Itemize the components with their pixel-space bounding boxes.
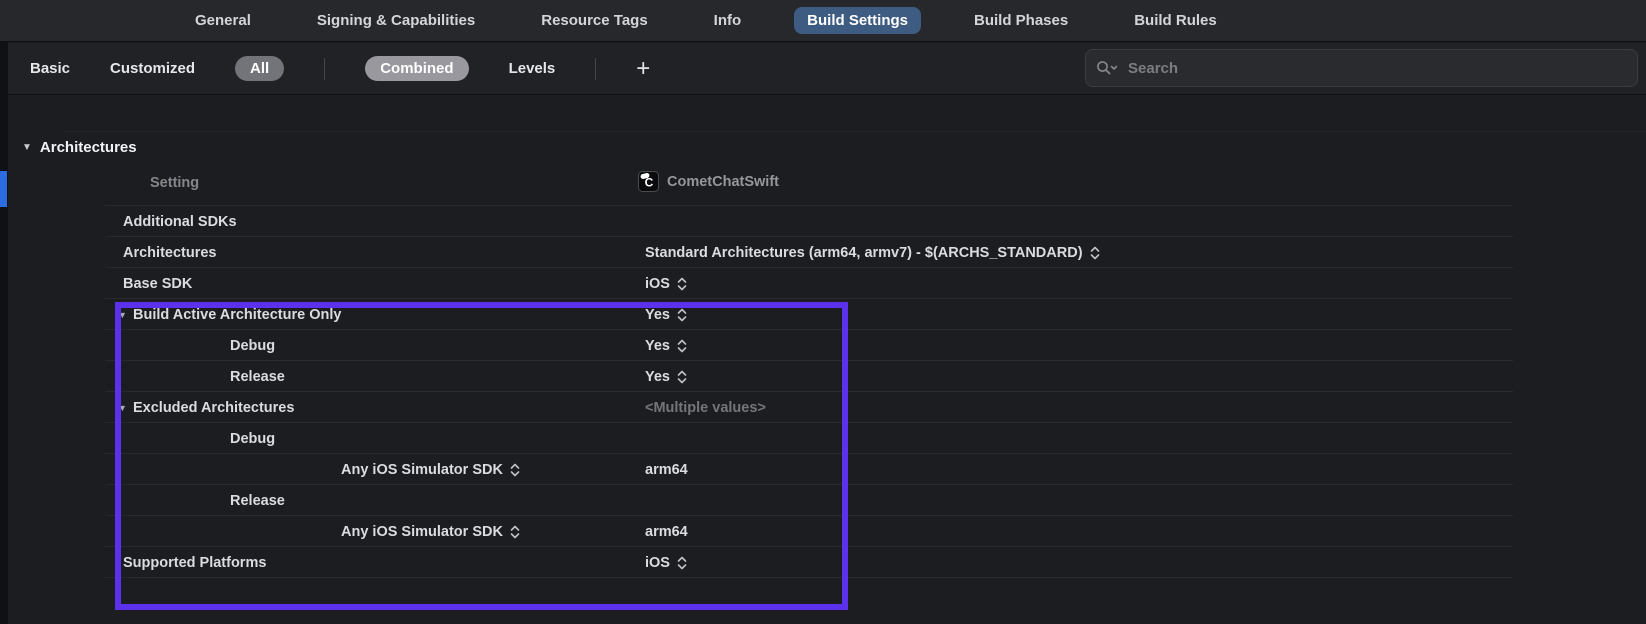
stepper-icon[interactable] bbox=[510, 525, 520, 539]
table-row[interactable]: Debug Yes bbox=[0, 330, 1646, 361]
setting-value[interactable]: arm64 bbox=[645, 523, 688, 540]
setting-value[interactable]: <Multiple values> bbox=[645, 399, 766, 416]
setting-label: Architectures bbox=[123, 244, 217, 261]
row-divider bbox=[105, 360, 1513, 361]
stepper-icon[interactable] bbox=[677, 277, 687, 291]
tab-general[interactable]: General bbox=[195, 12, 251, 29]
filter-combined[interactable]: Combined bbox=[365, 56, 469, 81]
table-row[interactable]: Release bbox=[0, 485, 1646, 516]
setting-label: Supported Platforms bbox=[123, 554, 267, 571]
filter-divider bbox=[324, 57, 326, 80]
table-row[interactable]: ▼ Excluded Architectures <Multiple values> bbox=[0, 392, 1646, 423]
filter-customized[interactable]: Customized bbox=[110, 60, 196, 77]
target-column-header[interactable]: C CometChatSwift bbox=[638, 171, 779, 192]
table-row[interactable]: Architectures Standard Architectures (arm… bbox=[0, 237, 1646, 268]
row-divider bbox=[105, 391, 1513, 392]
tab-info[interactable]: Info bbox=[713, 12, 742, 29]
selection-accent-bar bbox=[0, 171, 7, 207]
stepper-icon[interactable] bbox=[1090, 246, 1100, 260]
tab-resource-tags[interactable]: Resource Tags bbox=[541, 12, 648, 29]
tab-build-settings[interactable]: Build Settings bbox=[794, 7, 922, 34]
stepper-icon[interactable] bbox=[510, 463, 520, 477]
row-divider bbox=[105, 515, 1513, 516]
table-row[interactable]: Debug bbox=[0, 423, 1646, 454]
row-divider bbox=[105, 422, 1513, 423]
filter-divider bbox=[595, 57, 597, 80]
tab-build-phases[interactable]: Build Phases bbox=[974, 12, 1069, 29]
setting-label: Additional SDKs bbox=[123, 213, 237, 230]
stepper-icon[interactable] bbox=[677, 308, 687, 322]
setting-value[interactable]: Yes bbox=[645, 299, 687, 330]
target-editor-tab-bar: General Signing & Capabilities Resource … bbox=[0, 0, 1646, 42]
setting-value[interactable]: arm64 bbox=[645, 461, 688, 478]
tab-build-rules[interactable]: Build Rules bbox=[1134, 12, 1217, 29]
row-divider bbox=[105, 453, 1513, 454]
table-row[interactable]: Any iOS Simulator SDK arm64 bbox=[0, 454, 1646, 485]
sidebar-edge-strip bbox=[0, 42, 8, 624]
table-row[interactable]: Supported Platforms iOS bbox=[0, 547, 1646, 578]
row-divider bbox=[105, 484, 1513, 485]
cometchat-app-icon: C bbox=[638, 171, 659, 192]
setting-label: Any iOS Simulator SDK bbox=[341, 454, 520, 485]
svg-text:C: C bbox=[645, 176, 654, 190]
stepper-icon[interactable] bbox=[677, 370, 687, 384]
setting-column-header: Setting bbox=[150, 175, 200, 191]
stepper-icon[interactable] bbox=[677, 339, 687, 353]
stepper-icon[interactable] bbox=[677, 556, 687, 570]
target-name-label: CometChatSwift bbox=[667, 173, 779, 190]
setting-value[interactable]: Yes bbox=[645, 361, 687, 392]
table-row[interactable]: ▼ Build Active Architecture Only Yes bbox=[0, 299, 1646, 330]
setting-value[interactable]: iOS bbox=[645, 547, 687, 578]
architectures-section-header[interactable]: ▼ Architectures bbox=[22, 139, 137, 156]
table-row[interactable]: Release Yes bbox=[0, 361, 1646, 392]
row-divider bbox=[105, 577, 1513, 578]
filter-all[interactable]: All bbox=[235, 56, 285, 81]
setting-label: Debug bbox=[230, 337, 276, 354]
disclosure-triangle-icon[interactable]: ▼ bbox=[22, 142, 32, 153]
table-top-divider bbox=[65, 131, 1646, 132]
row-divider bbox=[105, 267, 1513, 268]
setting-label: Excluded Architectures bbox=[133, 399, 295, 416]
table-row[interactable]: Base SDK iOS bbox=[0, 268, 1646, 299]
table-row[interactable]: Additional SDKs bbox=[0, 206, 1646, 237]
tab-signing-capabilities[interactable]: Signing & Capabilities bbox=[316, 12, 476, 29]
setting-label: Release bbox=[230, 368, 285, 385]
setting-label: Release bbox=[230, 492, 285, 509]
filter-basic[interactable]: Basic bbox=[30, 60, 71, 77]
search-input[interactable] bbox=[1126, 58, 1627, 78]
setting-value[interactable]: Yes bbox=[645, 330, 687, 361]
disclosure-triangle-icon[interactable]: ▼ bbox=[118, 309, 127, 320]
search-field[interactable] bbox=[1085, 49, 1638, 87]
section-title: Architectures bbox=[39, 139, 137, 156]
search-icon[interactable] bbox=[1096, 60, 1118, 76]
setting-value[interactable]: iOS bbox=[645, 268, 687, 299]
add-setting-button[interactable]: + bbox=[636, 54, 651, 82]
row-divider bbox=[105, 329, 1513, 330]
header-divider bbox=[105, 205, 1513, 206]
table-row[interactable]: Any iOS Simulator SDK arm64 bbox=[0, 516, 1646, 547]
setting-label: Debug bbox=[230, 430, 276, 447]
filter-levels[interactable]: Levels bbox=[508, 60, 556, 77]
setting-label: Base SDK bbox=[123, 275, 193, 292]
setting-label: Build Active Architecture Only bbox=[133, 306, 342, 323]
row-divider bbox=[105, 298, 1513, 299]
setting-value[interactable]: Standard Architectures (arm64, armv7) - … bbox=[645, 237, 1100, 268]
row-divider bbox=[105, 236, 1513, 237]
row-divider bbox=[105, 546, 1513, 547]
disclosure-triangle-icon[interactable]: ▼ bbox=[118, 402, 127, 413]
setting-label: Any iOS Simulator SDK bbox=[341, 516, 520, 547]
